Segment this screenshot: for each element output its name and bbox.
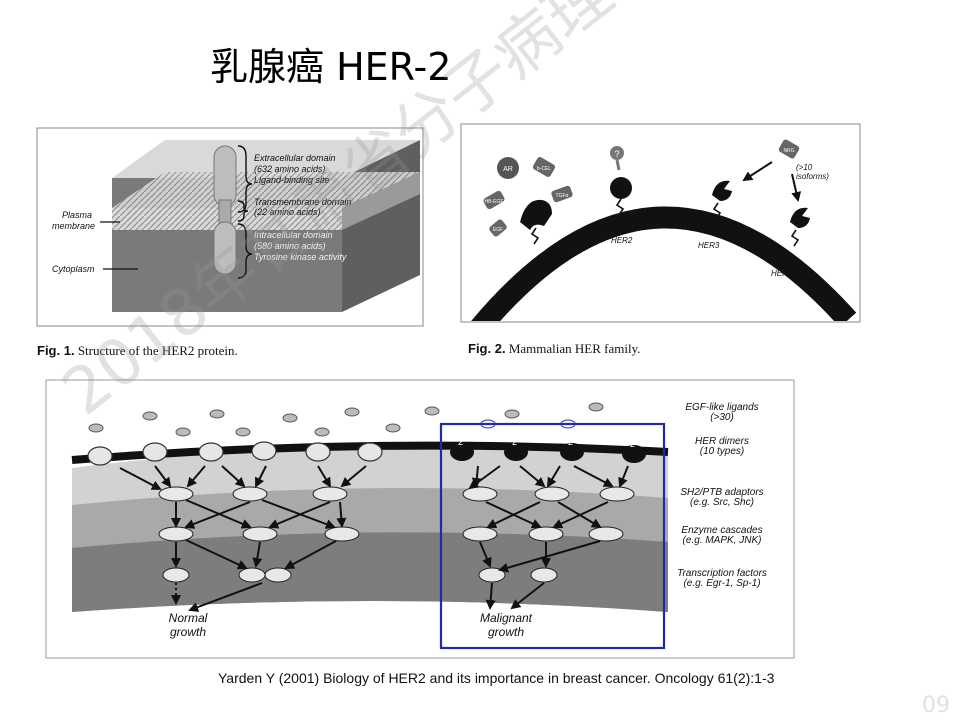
label-egf-ligands-count: (>30) (710, 412, 734, 423)
label-her3: HER3 (698, 241, 720, 250)
fig1-caption-label: Fig. 1. (37, 343, 75, 358)
label-enzymes: Enzyme cascades (681, 525, 762, 536)
label-intracellular-2: (580 amino acids) (254, 241, 326, 251)
ligand-unknown-label: ? (614, 149, 619, 159)
brace-intracellular (237, 223, 253, 279)
malignant-highlight-box (439, 422, 666, 650)
label-extracellular-3: Ligand-binding site (254, 175, 330, 185)
label-transcription: Transcription factors (677, 568, 767, 579)
layer-transcription (72, 532, 668, 612)
fig2-caption-label: Fig. 2. (468, 341, 506, 356)
her4-receptor (790, 207, 810, 228)
brace-transmembrane (237, 200, 249, 222)
label-her-dimers-types: (10 types) (700, 446, 744, 457)
label-malignant-growth: growth (488, 625, 524, 639)
fig2-her-family-diagram: AR b-CEL TGFα HB-EGF EGF ? NRG (>10 isof… (460, 123, 861, 323)
ligand-unknown (610, 146, 624, 160)
fig2-caption: Fig. 2. Mammalian HER family. (468, 341, 640, 357)
citation: Yarden Y (2001) Biology of HER2 and its … (218, 670, 775, 686)
membrane-band-side (342, 172, 420, 230)
extracellular-domain-shape (213, 145, 237, 207)
label-transmembrane-1: Transmembrane domain (254, 197, 351, 207)
label-her-dimers: HER dimers (695, 436, 749, 447)
label-normal-growth: growth (170, 625, 206, 639)
ligand-nrg (778, 139, 800, 159)
fig1-caption-text: Structure of the HER2 protein. (77, 343, 238, 358)
ligand-btc-label: b-CEL (537, 166, 551, 172)
label-extracellular-2: (632 amino acids) (254, 164, 326, 174)
arrow-nrg-her4 (791, 173, 802, 202)
label-isoforms-2: isoforms) (796, 172, 829, 181)
dimer-label-2: 2 (512, 437, 517, 447)
label-plasma-2: membrane (52, 221, 95, 231)
intracellular-domain-shape (213, 221, 237, 275)
her1-receptor (520, 199, 552, 230)
label-enzymes-eg: (e.g. MAPK, JNK) (683, 535, 762, 546)
label-malignant: Malignant (480, 611, 533, 625)
brace-extracellular (237, 145, 253, 213)
her3-receptor (712, 180, 732, 201)
ligand-nrg-label: NRG (783, 148, 794, 154)
arrow-nrg-her3 (742, 161, 773, 182)
label-adaptors: SH2/PTB adaptors (680, 487, 763, 498)
fig2-membrane-arc (471, 206, 857, 321)
label-plasma-1: Plasma (62, 210, 92, 220)
label-her1: HER1 (532, 261, 553, 270)
label-intracellular-3: Tyrosine kinase activity (254, 252, 347, 262)
ligand-ar-label: AR (503, 166, 513, 173)
pathway-nodes (158, 486, 635, 583)
pathway-arrows (119, 465, 629, 612)
malignant-her2-dimers (450, 443, 646, 463)
ligand-btc (532, 157, 556, 177)
membrane-band-top (112, 172, 420, 208)
label-transcription-eg: (e.g. Egr-1, Sp-1) (683, 578, 760, 589)
label-egf-ligands: EGF-like ligands (685, 402, 758, 413)
egf-ligand-dots (88, 402, 604, 437)
ligand-tgfa (551, 185, 573, 203)
fig2-caption-text: Mammalian HER family. (508, 341, 641, 356)
normal-her-dimers (87, 441, 383, 466)
block-top (112, 140, 420, 178)
ligand-hbegf-label: HB-EGF (485, 199, 504, 205)
fig1-caption: Fig. 1. Structure of the HER2 protein. (37, 343, 238, 359)
label-transmembrane-2: (22 amino acids) (254, 207, 321, 217)
label-her2: HER2 (611, 236, 633, 245)
ligand-egf-label: EGF (493, 227, 503, 233)
slide-title: 乳腺癌 HER-2 (210, 45, 452, 89)
fig3-signaling-diagram: 2 2 2 2 (45, 379, 795, 659)
fig1-structure-diagram: Extracellular domain (632 amino acids) L… (36, 127, 424, 327)
dimer-label-1: 2 (458, 437, 463, 447)
ligand-hbegf (483, 190, 505, 210)
label-adaptors-eg: (e.g. Src, Shc) (690, 497, 754, 508)
label-normal: Normal (169, 611, 208, 625)
label-extracellular-1: Extracellular domain (254, 153, 336, 163)
label-cytoplasm: Cytoplasm (52, 264, 95, 274)
ligand-tgfa-label: TGFα (556, 193, 569, 199)
label-intracellular-1: Intracellular domain (254, 230, 333, 240)
label-isoforms-1: (>10 (796, 163, 813, 172)
ligand-ar (497, 157, 519, 179)
dimer-label-4: 2 (630, 439, 635, 449)
ligand-egf (489, 219, 507, 237)
her2-receptor (610, 177, 632, 199)
label-her4: HER4 (771, 269, 793, 278)
slide-number: 09 (922, 693, 950, 718)
dimer-label-3: 2 (568, 437, 573, 447)
